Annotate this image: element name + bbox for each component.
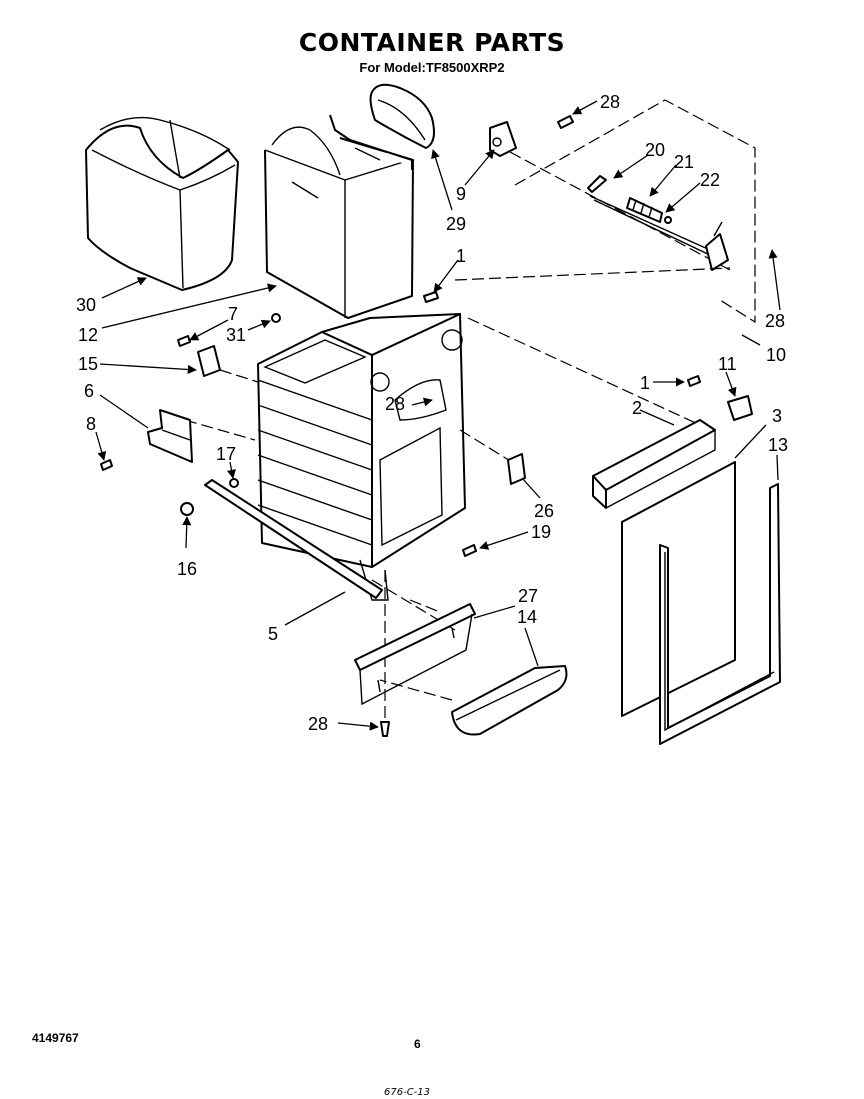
callout-9: 9 [456, 184, 466, 204]
callout-labels: 28 9 29 20 21 22 28 10 30 12 1 7 31 15 6… [76, 92, 788, 734]
callout-28: 28 [308, 714, 328, 734]
page-title: CONTAINER PARTS [298, 28, 566, 57]
liner-lid [369, 83, 435, 149]
callout-16: 16 [177, 559, 197, 579]
screw-7 [177, 335, 191, 347]
callout-5: 5 [268, 624, 278, 644]
assembly-guide-top [514, 99, 756, 324]
door-panel [621, 461, 736, 717]
spring-rod-assembly [587, 175, 729, 271]
callout-8: 8 [86, 414, 96, 434]
callout-22: 22 [700, 170, 720, 190]
footer-code: 676-C-13 [384, 1087, 431, 1098]
screw-1-right [687, 375, 701, 387]
container-frame [257, 313, 466, 601]
nut-31 [271, 313, 281, 323]
callout-6: 6 [84, 381, 94, 401]
drawer-front [354, 603, 476, 706]
callout-31: 31 [226, 325, 246, 345]
document-number: 4149767 [32, 1031, 79, 1045]
screw-28-bottom [380, 721, 390, 737]
callout-11: 11 [718, 354, 737, 374]
callout-29: 29 [446, 214, 466, 234]
callout-28: 28 [600, 92, 620, 112]
callout-19: 19 [531, 522, 551, 542]
callout-1: 1 [456, 246, 466, 266]
bracket-15 [197, 345, 221, 377]
callout-12: 12 [78, 325, 98, 345]
hinge-bracket [489, 121, 517, 157]
screw-8 [100, 459, 113, 471]
callout-3: 3 [772, 406, 782, 426]
callout-10: 10 [766, 345, 786, 365]
callout-17: 17 [216, 444, 236, 464]
trash-bag [85, 116, 239, 291]
nut-17 [229, 478, 239, 488]
callout-27: 27 [518, 586, 538, 606]
model-line: For Model:TF8500XRP2 [359, 60, 505, 75]
callout-14: 14 [517, 607, 537, 627]
callout-7: 7 [228, 304, 238, 324]
callout-21: 21 [674, 152, 694, 172]
callout-30: 30 [76, 295, 96, 315]
track-rail [592, 419, 716, 509]
door-gasket [659, 483, 781, 745]
callout-2: 2 [632, 398, 642, 418]
screw-top-right [557, 115, 574, 129]
leader-lines [95, 100, 781, 731]
drawer-handle [451, 665, 568, 736]
clip-11 [727, 395, 753, 421]
container-liner [264, 114, 414, 319]
callout-28: 28 [385, 394, 405, 414]
callout-13: 13 [768, 435, 788, 455]
callout-1: 1 [640, 373, 650, 393]
callout-28: 28 [765, 311, 785, 331]
drawer-rod [204, 479, 383, 599]
screw-19 [462, 544, 477, 557]
callout-20: 20 [645, 140, 665, 160]
bracket-6 [147, 409, 193, 463]
page-number: 6 [414, 1037, 421, 1051]
knob-16 [180, 502, 194, 516]
bracket-26 [507, 453, 526, 485]
callout-26: 26 [534, 501, 554, 521]
screw-1-top [423, 291, 439, 303]
callout-15: 15 [78, 354, 98, 374]
